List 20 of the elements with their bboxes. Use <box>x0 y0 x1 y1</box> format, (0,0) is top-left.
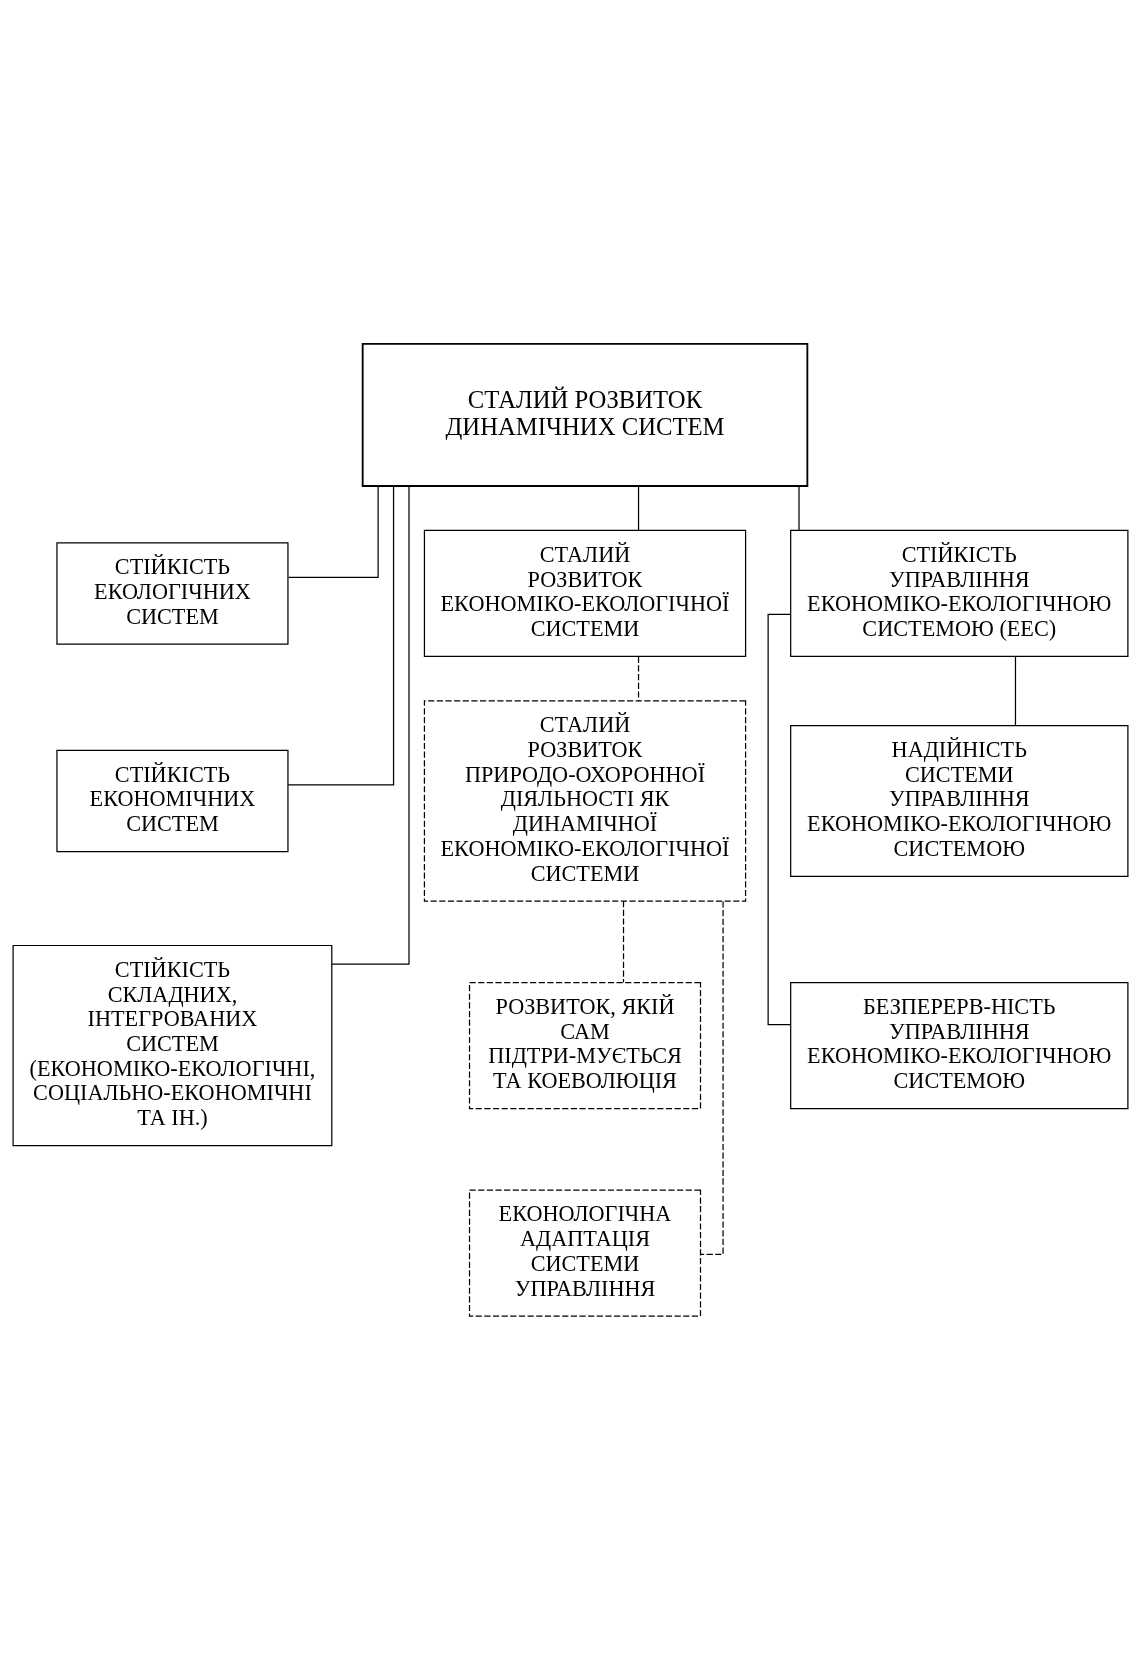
connector <box>637 485 640 531</box>
node-box: НАДІЙНІСТЬ СИСТЕМИ УПРАВЛІННЯ ЕКОНОМІКО-ЕКОЛОГІЧНОЮ СИСТЕМОЮ <box>790 725 1129 877</box>
connector <box>637 656 640 702</box>
connector <box>700 900 724 1255</box>
node-box: СТІЙКІСТЬ УПРАВЛІННЯ ЕКОНОМІКО-ЕКОЛОГІЧНОЮ СИСТЕМОЮ (ЕЕС) <box>790 529 1129 658</box>
node-box: СТАЛИЙ РОЗВИТОК ПРИРОДО-ОХОРОННОЇ ДІЯЛЬНОСТІ ЯК ДИНАМІЧНОЇ ЕКОНОМІКО-ЕКОЛОГІЧНОЇ СИСТЕМИ <box>423 700 747 902</box>
connector <box>331 485 410 965</box>
connector <box>287 485 395 786</box>
node-box: СТІЙКІСТЬ ЕКОНОМІЧНИХ СИСТЕМ <box>56 749 289 853</box>
connector <box>798 485 800 531</box>
node-box: СТАЛИЙ РОЗВИТОК ДИНАМІЧНИХ СИСТЕМ <box>361 343 809 487</box>
node-box: СТІЙКІСТЬ СКЛАДНИХ, ІНТЕГРОВАНИХ СИСТЕМ (ЕКОНОМІКО-ЕКОЛОГІЧНІ, СОЦІАЛЬНО-ЕКОНОМІЧНІ ТА ІН.) <box>12 944 333 1147</box>
node-box: РОЗВИТОК, ЯКІЙ САМ ПІДТРИ-МУЄТЬСЯ ТА КОЕВОЛЮЦІЯ <box>468 981 702 1110</box>
connector <box>1014 656 1017 727</box>
connector <box>287 485 379 578</box>
node-box: СТІЙКІСТЬ ЕКОЛОГІЧНИХ СИСТЕМ <box>56 542 289 645</box>
connector <box>622 900 625 983</box>
node-box: СТАЛИЙ РОЗВИТОК ЕКОНОМІКО-ЕКОЛОГІЧНОЇ СИСТЕМИ <box>423 529 747 658</box>
node-box: БЕЗПЕРЕРВ-НІСТЬ УПРАВЛІННЯ ЕКОНОМІКО-ЕКОЛОГІЧНОЮ СИСТЕМОЮ <box>790 981 1129 1110</box>
node-box: ЕКОНОЛОГІЧНА АДАПТАЦІЯ СИСТЕМИ УПРАВЛІННЯ <box>468 1189 702 1317</box>
